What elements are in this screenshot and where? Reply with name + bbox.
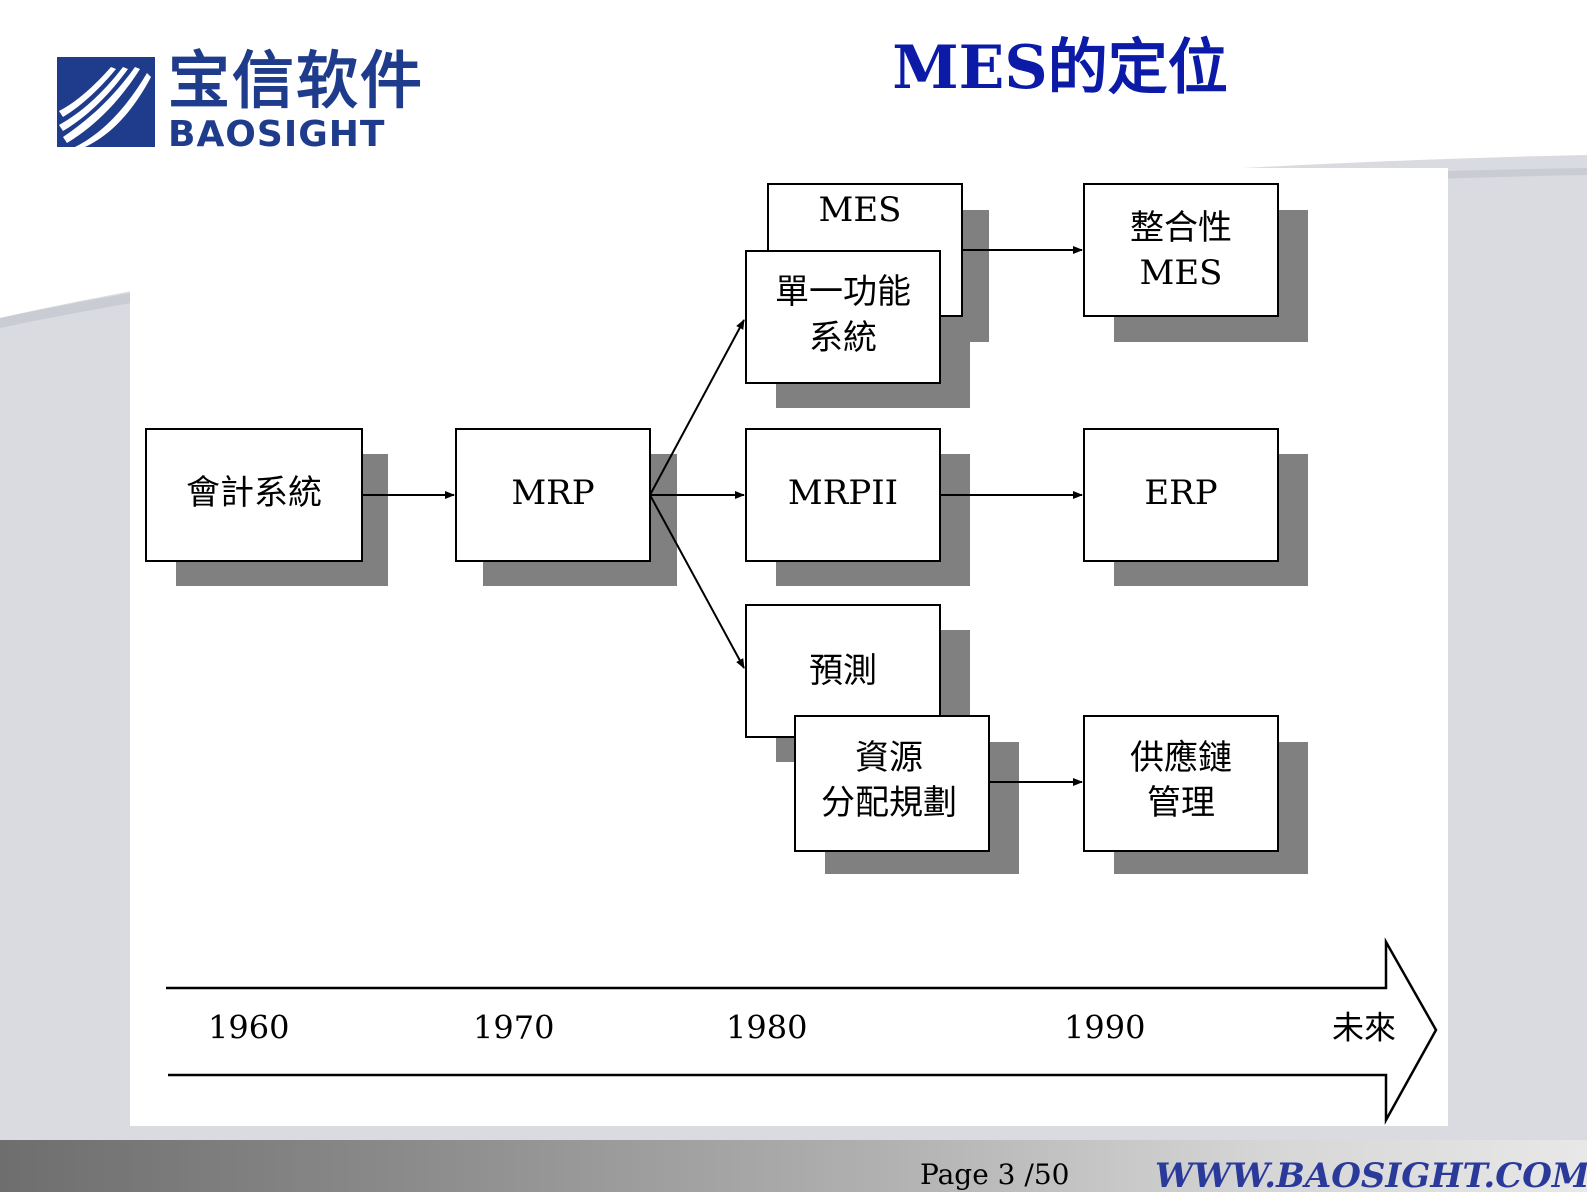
connectors (362, 246, 1083, 786)
label-single-function-line1: 單一功能 (775, 272, 911, 312)
box-mrp (455, 428, 651, 562)
logo-name-en: BAOSIGHT (168, 114, 386, 155)
label-mes-top: MES (819, 190, 902, 230)
label-integrated-line1: 整合性 (1130, 208, 1232, 248)
box-integrated-mes (1083, 183, 1279, 317)
page-number: Page 3 /50 (920, 1158, 1070, 1191)
diagram-panel: 會計系統 MRP MES 單一功能 系統 MRPII 預測 資源 分配規劃 整合… (130, 168, 1448, 1126)
timeline-1990: 1990 (1064, 1009, 1145, 1047)
box-erp (1083, 428, 1279, 562)
box-resource (794, 715, 990, 852)
label-single-function-line2: 系統 (809, 318, 877, 358)
label-mrp: MRP (511, 473, 594, 513)
label-forecast: 預測 (809, 651, 877, 691)
timeline-1980: 1980 (726, 1009, 807, 1047)
timeline-arrow (166, 937, 1438, 1125)
label-mrpii: MRPII (788, 473, 898, 513)
arrow-mrp-to-forecast (649, 494, 745, 669)
logo-wing-icon (57, 57, 155, 147)
label-supply-chain-line1: 供應鏈 (1130, 738, 1232, 778)
footer-bar (0, 1140, 1587, 1192)
label-resource-line2: 分配規劃 (821, 783, 957, 823)
timeline-future: 未來 (1332, 1009, 1396, 1047)
box-accounting (145, 428, 363, 562)
box-mrpii (745, 428, 941, 562)
label-accounting: 會計系統 (186, 473, 322, 513)
logo-name-cn: 宝信软件 (168, 44, 425, 117)
label-resource-line1: 資源 (855, 738, 923, 778)
label-integrated-line2: MES (1140, 253, 1223, 293)
timeline-1970: 1970 (473, 1009, 554, 1047)
box-single-function (745, 250, 941, 384)
website-link[interactable]: WWW.BAOSIGHT.COM (1155, 1156, 1587, 1196)
label-erp: ERP (1144, 473, 1217, 513)
page-title: MES的定位 (892, 33, 1228, 103)
arrow-mrp-to-single-function (649, 319, 745, 496)
evolution-diagram: 會計系統 MRP MES 單一功能 系統 MRPII 預測 資源 分配規劃 整合… (145, 183, 1438, 1125)
timeline-1960: 1960 (208, 1009, 289, 1047)
baosight-logo: 宝信软件 BAOSIGHT (55, 45, 455, 155)
label-supply-chain-line2: 管理 (1147, 783, 1215, 823)
box-supply-chain (1083, 715, 1279, 852)
